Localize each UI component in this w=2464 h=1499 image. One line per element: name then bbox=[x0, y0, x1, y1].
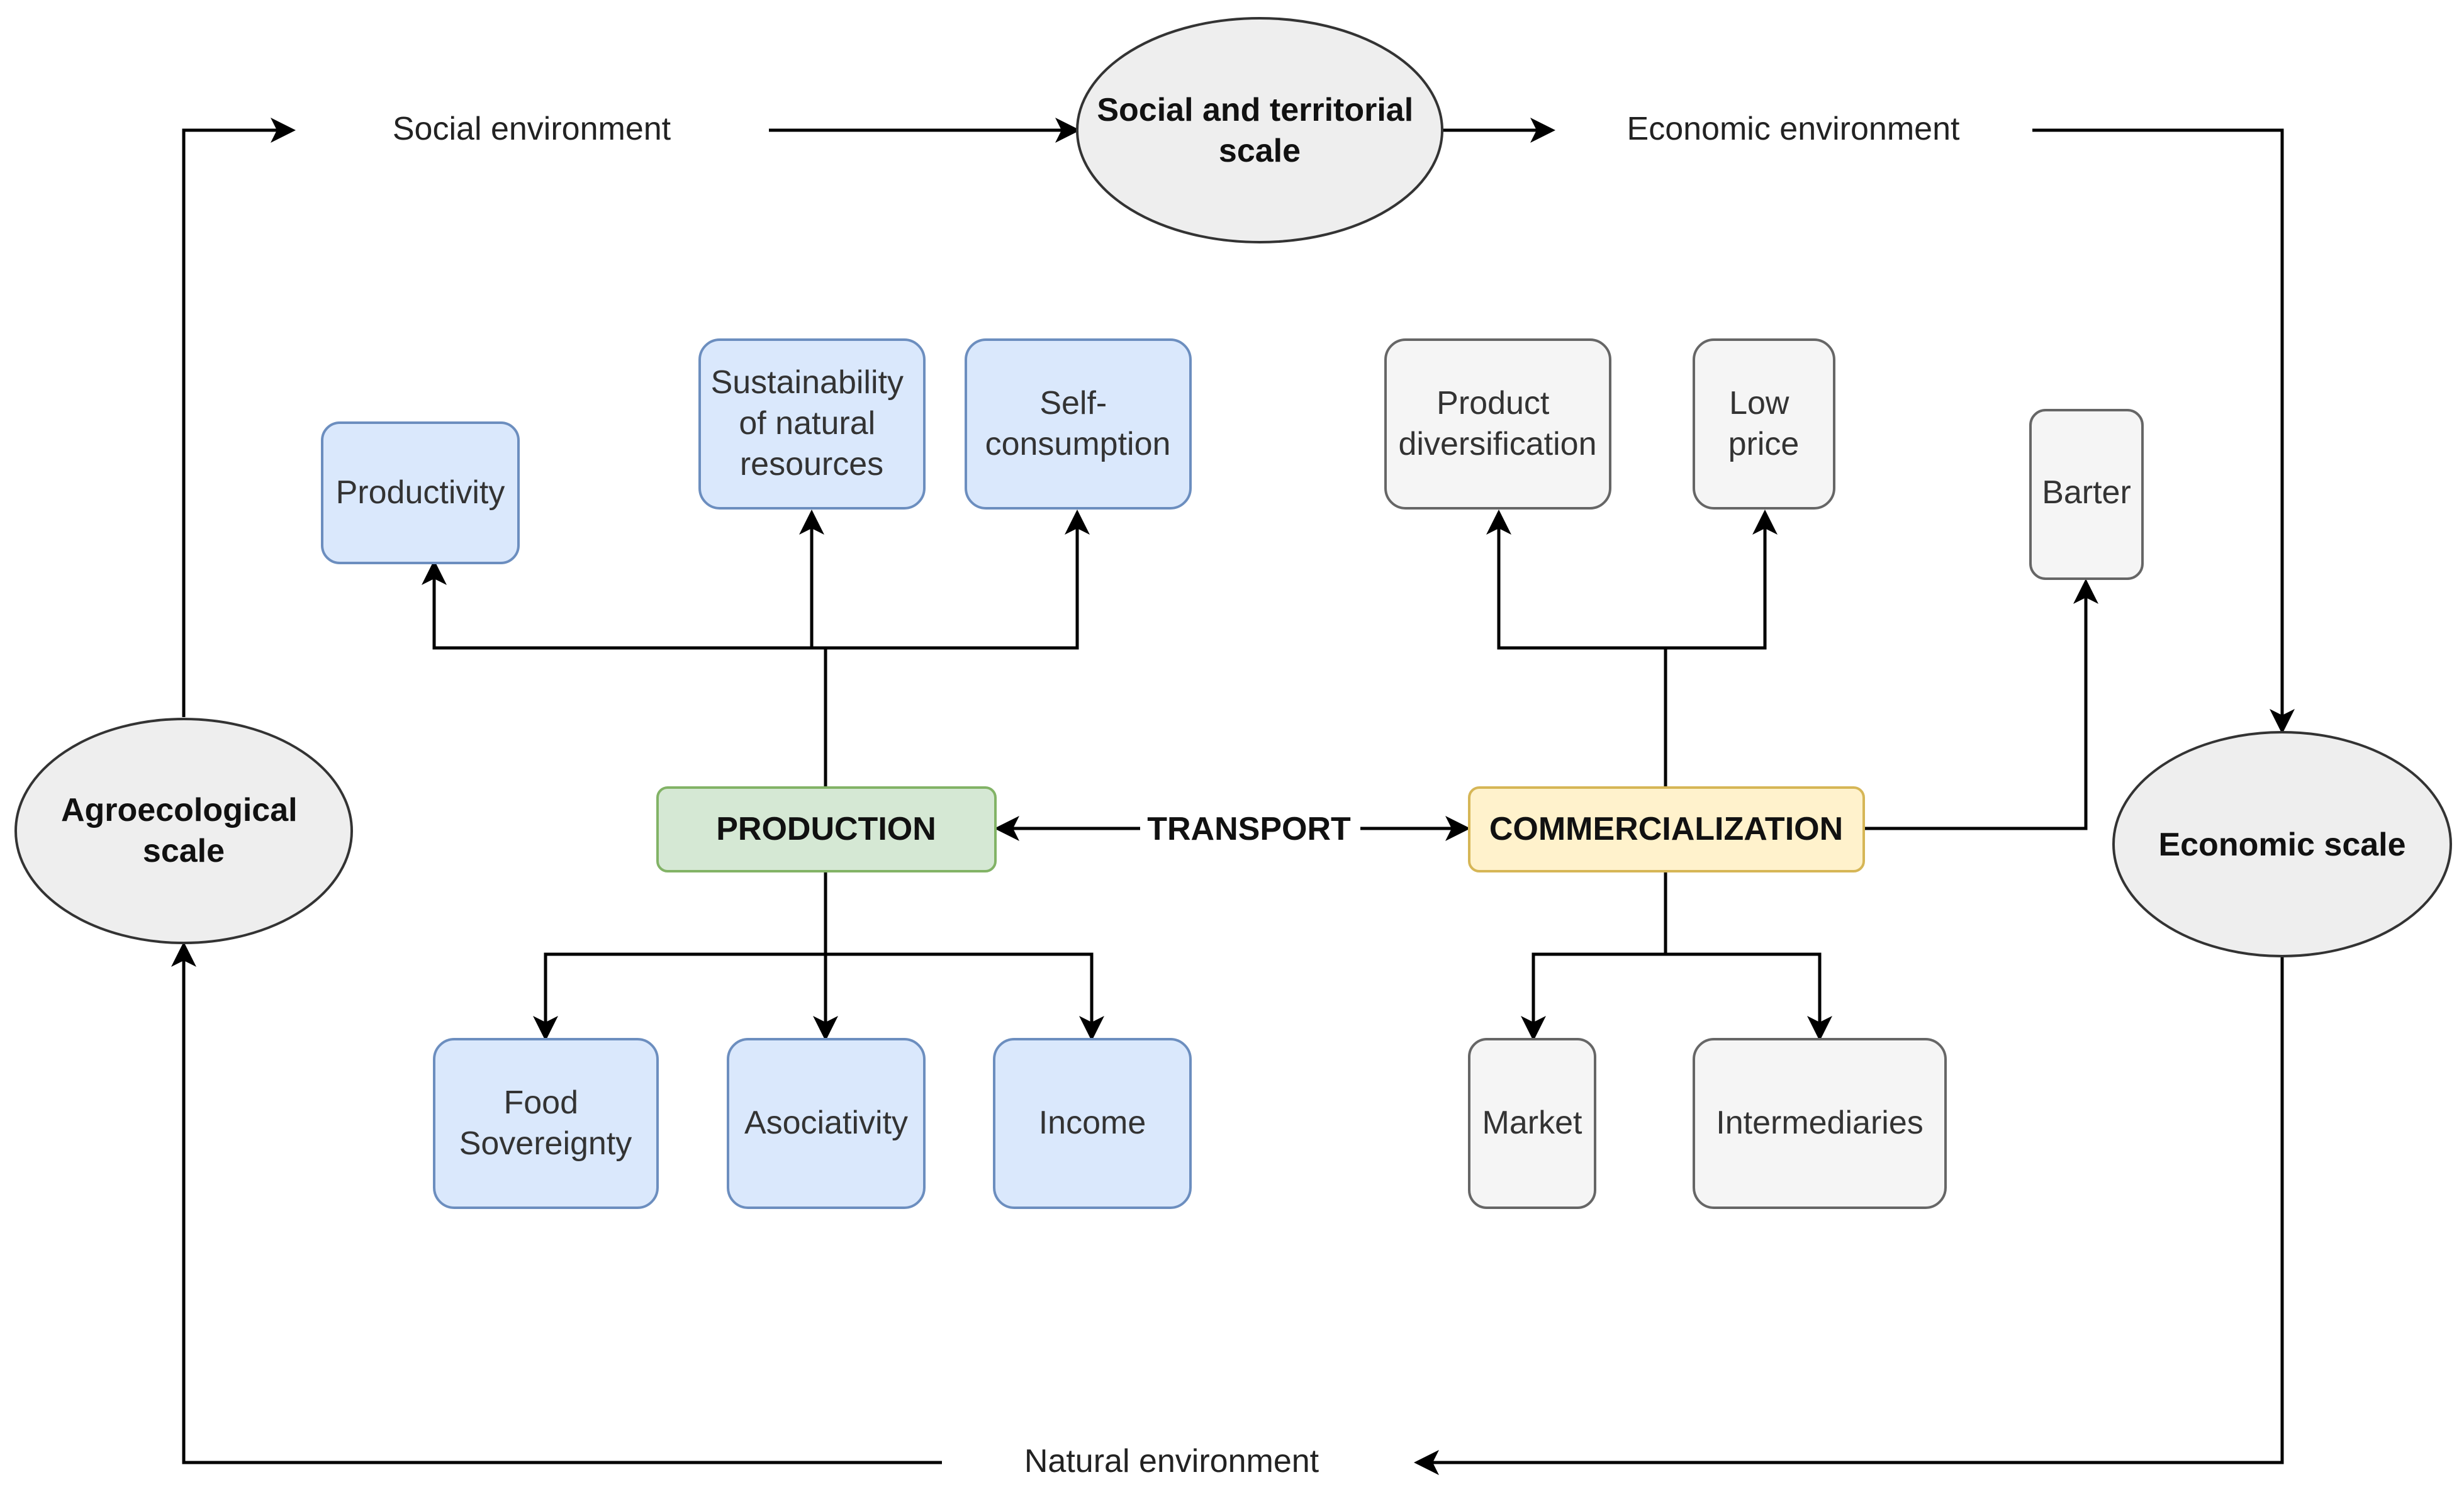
commercialization-label: COMMERCIALIZATION bbox=[1489, 811, 1843, 847]
svg-text:Intermediaries: Intermediaries bbox=[1716, 1105, 1923, 1141]
income-node: Income bbox=[993, 1038, 1192, 1209]
agroecological-scale-label-line2: scale bbox=[143, 833, 225, 869]
economic-scale-label: Economic scale bbox=[2158, 827, 2405, 863]
product-diversification-label-line1: Product bbox=[1436, 385, 1550, 421]
production-label: PRODUCTION bbox=[716, 811, 936, 847]
edge-commercialization-to-barter bbox=[1864, 579, 2098, 830]
market-node: Market bbox=[1468, 1038, 1596, 1209]
low-price-label-line1: Low bbox=[1729, 385, 1789, 421]
asociativity-label: Asociativity bbox=[744, 1105, 908, 1141]
food-sovereignty-label-line2: Sovereignty bbox=[459, 1125, 632, 1162]
market-label: Market bbox=[1482, 1105, 1582, 1141]
edge-commercialization-to-market bbox=[1521, 952, 1666, 1041]
edge-economic-scale-to-natural-env bbox=[1414, 957, 2284, 1475]
sustainability-label-line3: resources bbox=[740, 446, 883, 482]
transport-label: TRANSPORT bbox=[1147, 811, 1351, 847]
productivity-node: Productivity bbox=[321, 421, 520, 564]
edge-production-to-income bbox=[826, 952, 1104, 1041]
svg-text:Product diversification: Product diversification bbox=[1398, 385, 1596, 462]
edge-economic-env-to-economic-scale bbox=[2032, 128, 2295, 734]
barter-node: Barter bbox=[2029, 409, 2144, 580]
svg-text:Asociativity: Asociativity bbox=[744, 1105, 908, 1141]
svg-text:Barter: Barter bbox=[2042, 474, 2131, 511]
scale-agroecological: Agroecological scale bbox=[14, 718, 353, 944]
sustainability-node: Sustainability of natural resources bbox=[698, 338, 926, 510]
svg-text:Income: Income bbox=[1039, 1105, 1146, 1141]
edges bbox=[171, 118, 2295, 1475]
self-consumption-label-line2: consumption bbox=[985, 426, 1171, 462]
product-diversification-node: Product diversification bbox=[1384, 338, 1611, 510]
svg-text:Market: Market bbox=[1482, 1105, 1582, 1141]
edge-natural-env-to-agro-scale bbox=[171, 942, 942, 1464]
svg-text:Economic scale: Economic scale bbox=[2158, 827, 2405, 863]
edge-commercialization-to-low-price bbox=[1666, 510, 1778, 650]
economic-scale-ellipse bbox=[2112, 731, 2452, 957]
edge-production-to-productivity bbox=[422, 560, 826, 650]
income-label: Income bbox=[1039, 1105, 1146, 1141]
scale-social-territorial: Social and territorial scale bbox=[1076, 17, 1443, 243]
asociativity-node: Asociativity bbox=[727, 1038, 926, 1209]
natural-environment-label: Natural environment bbox=[1024, 1443, 1319, 1479]
food-sovereignty-node: Food Sovereignty bbox=[433, 1038, 659, 1209]
sustainability-label-line1: Sustainability bbox=[711, 364, 904, 401]
economic-environment-label: Economic environment bbox=[1627, 111, 1960, 147]
product-diversification-label-line2: diversification bbox=[1398, 426, 1596, 462]
intermediaries-node: Intermediaries bbox=[1693, 1038, 1947, 1209]
svg-text:Low price: Low price bbox=[1728, 385, 1800, 462]
edge-commercialization-to-product-diversification bbox=[1486, 510, 1666, 650]
agroecological-scale-ellipse bbox=[14, 718, 353, 944]
svg-text:Agroecological scale: Agroecological scale bbox=[61, 792, 306, 869]
barter-label: Barter bbox=[2042, 474, 2131, 511]
social-scale-label-line2: scale bbox=[1219, 133, 1301, 169]
svg-text:Social and territorial s: Social and territorial scale bbox=[1097, 92, 1422, 169]
svg-text:Self- consumption: Self- consumption bbox=[985, 385, 1171, 462]
svg-text:Food Sovereignty: Food Sovereignty bbox=[459, 1084, 632, 1162]
food-sovereignty-label-line1: Food bbox=[504, 1084, 579, 1121]
svg-text:Sustainability of natura: Sustainability of natural resources bbox=[711, 364, 913, 482]
edge-commercialization-to-intermediaries bbox=[1666, 952, 1832, 1041]
intermediaries-label: Intermediaries bbox=[1716, 1105, 1923, 1141]
edge-production-to-self-consumption bbox=[826, 510, 1090, 650]
sustainability-label-line2: of natural bbox=[739, 405, 875, 442]
low-price-node: Low price bbox=[1693, 338, 1835, 510]
social-scale-label-line1: Social and territorial bbox=[1097, 92, 1413, 128]
productivity-label: Productivity bbox=[336, 474, 505, 511]
self-consumption-label-line1: Self- bbox=[1039, 385, 1107, 421]
edge-production-to-food-sovereignty bbox=[533, 952, 826, 1041]
social-scale-ellipse bbox=[1076, 17, 1443, 243]
social-environment-label: Social environment bbox=[393, 111, 671, 147]
agroecological-scale-label-line1: Agroecological bbox=[61, 792, 298, 828]
low-price-label-line2: price bbox=[1728, 426, 1800, 462]
production-node: PRODUCTION bbox=[656, 786, 997, 872]
self-consumption-node: Self- consumption bbox=[965, 338, 1192, 510]
edge-agro-to-social-env bbox=[182, 118, 296, 717]
commercialization-node: COMMERCIALIZATION bbox=[1468, 786, 1865, 872]
svg-text:Productivity: Productivity bbox=[336, 474, 505, 511]
transport-label-bg bbox=[1140, 805, 1360, 852]
scale-economic: Economic scale bbox=[2112, 731, 2452, 957]
